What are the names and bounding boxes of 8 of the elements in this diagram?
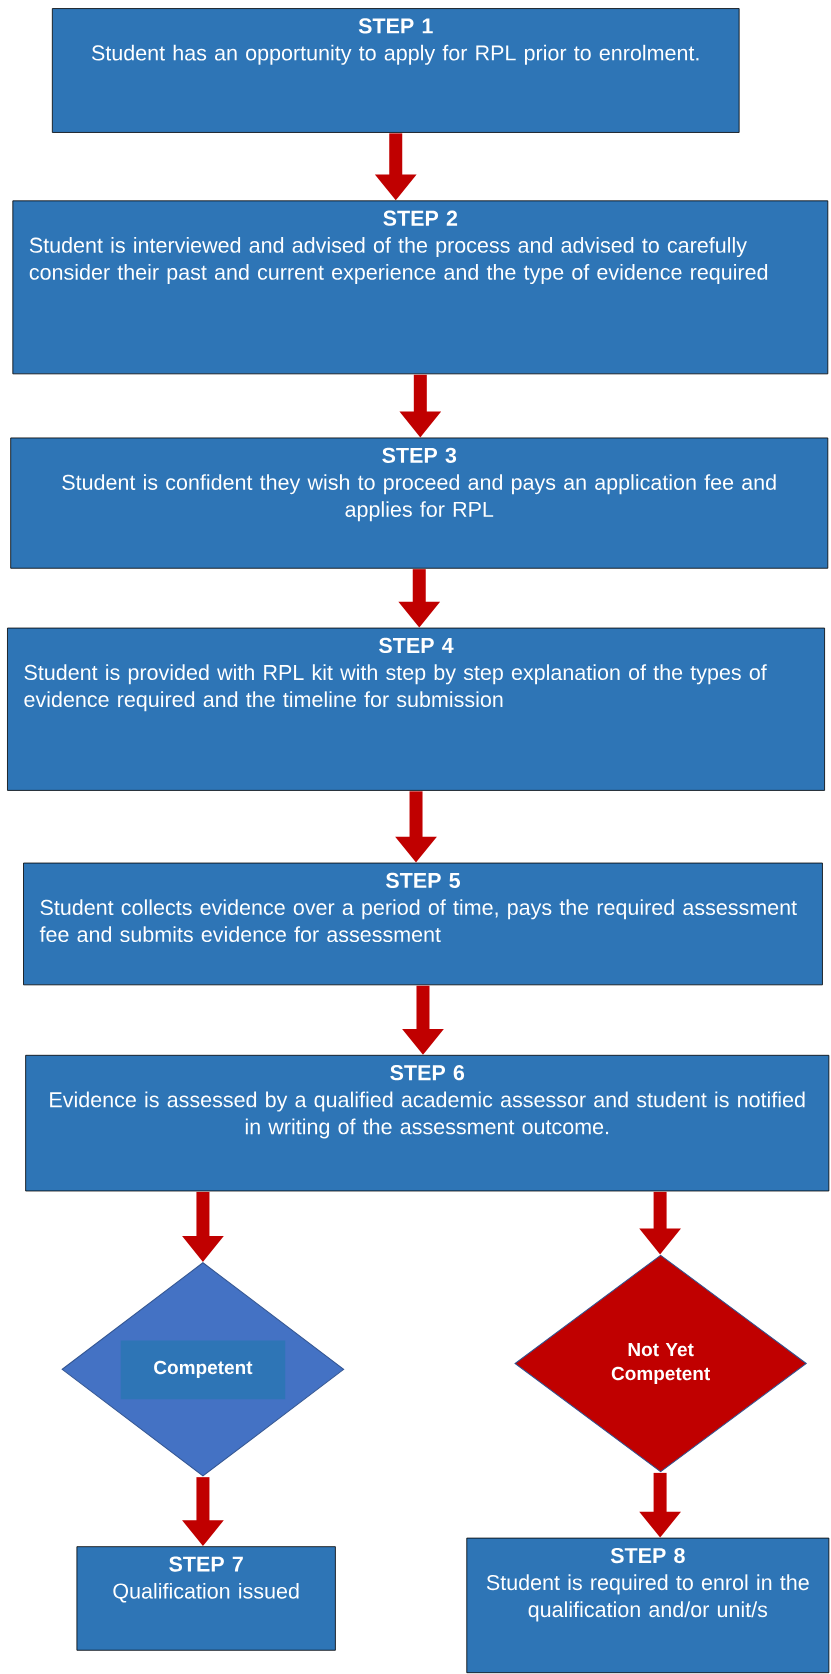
- process-box: STEP 8 Student is required to enrol in the qualification and/or unit/s: [466, 1537, 830, 1674]
- process-box: STEP 2 Student is interviewed and advised of the process and advised to carefully consider their past and current experience and the type of evidence required: [12, 200, 829, 375]
- process-box: STEP 5 Student collects evidence over a period of time, pays the required assessment fee and submits evidence for assessment: [23, 862, 823, 986]
- process-box: STEP 6 Evidence is assessed by a qualified academic assessor and student is notified in writing of the assessment outcome.: [25, 1054, 830, 1192]
- process-box: STEP 3 Student is confident they wish to proceed and pays an application fee and applies for RPL: [10, 437, 829, 569]
- process-box: STEP 1 Student has an opportunity to apply for RPL prior to enrolment.: [51, 8, 740, 133]
- process-box: STEP 7 Qualification issued: [76, 1546, 336, 1651]
- process-box: STEP 4 Student is provided with RPL kit with step by step explanation of the types of evidence required and the timeline for submission: [7, 627, 825, 791]
